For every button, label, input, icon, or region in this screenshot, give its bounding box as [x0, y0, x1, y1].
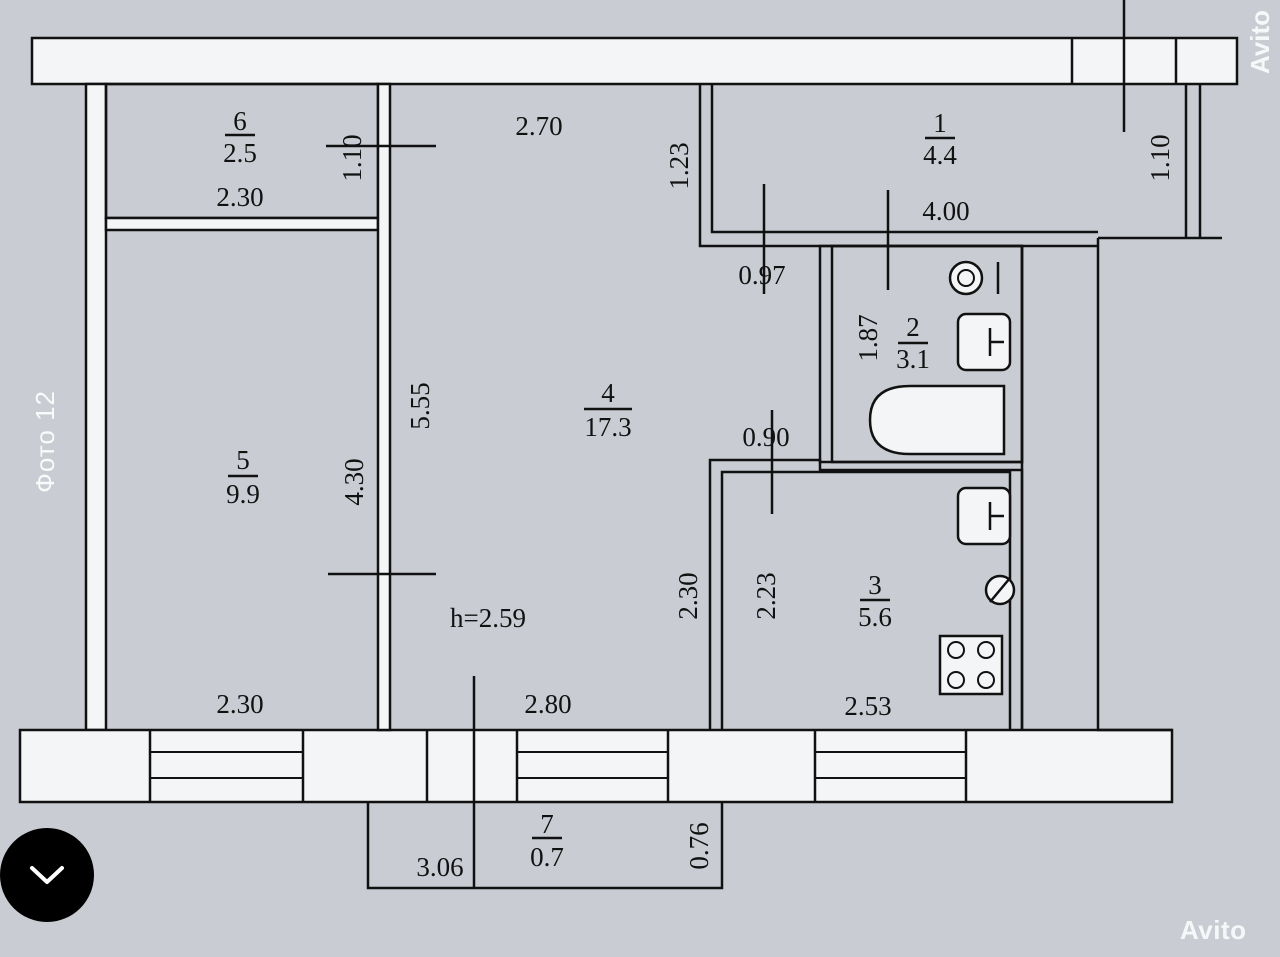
dim-2-53: 2.53: [844, 691, 891, 721]
dim-1-87: 1.87: [853, 314, 883, 361]
dim-1-10-left: 1.10: [337, 134, 367, 181]
dim-5-55: 5.55: [405, 382, 435, 429]
top-wall: [30, 36, 1239, 86]
stove-fixture: [938, 634, 1004, 696]
dim-2-30-bottom: 2.30: [216, 689, 263, 719]
room-6-number: 6: [233, 106, 247, 136]
sink-fixture-bath: [956, 312, 1012, 372]
window-2: [517, 751, 668, 779]
dim-2-30-top: 2.30: [216, 182, 263, 212]
room-1-number: 1: [933, 108, 947, 138]
room-3-number: 3: [868, 570, 882, 600]
dim-4-30: 4.30: [339, 458, 369, 505]
room-2-number: 2: [906, 312, 920, 342]
room-3-area: 5.6: [858, 602, 892, 632]
dim-3-06: 3.06: [416, 852, 463, 882]
left-wall: [84, 82, 108, 732]
chevron-down-icon: [30, 866, 64, 884]
room-5-number: 5: [236, 445, 250, 475]
avito-watermark: Avito: [1180, 915, 1247, 945]
dim-2-30-mid: 2.30: [673, 572, 703, 619]
dim-2-80: 2.80: [524, 689, 571, 719]
dim-0-90: 0.90: [742, 422, 789, 452]
dim-1-10-right: 1.10: [1145, 134, 1175, 181]
dim-0-76: 0.76: [684, 822, 714, 869]
room-4-area: 17.3: [584, 412, 631, 442]
dim-0-97: 0.97: [738, 260, 785, 290]
room-1-area: 4.4: [923, 140, 957, 170]
room-4-number: 4: [601, 378, 615, 408]
dim-4-00: 4.00: [922, 196, 969, 226]
collapse-button[interactable]: [0, 828, 94, 922]
partition-5-4: [376, 82, 392, 732]
dim-2-23: 2.23: [751, 572, 781, 619]
room-2-area: 3.1: [896, 344, 930, 374]
dim-1-23: 1.23: [664, 142, 694, 189]
room-5-area: 9.9: [226, 479, 260, 509]
bathtub-fixture: [868, 384, 1006, 456]
window-1: [150, 751, 303, 779]
height-label: h=2.59: [450, 603, 526, 633]
balcony: [366, 802, 724, 890]
dim-2-70: 2.70: [515, 111, 562, 141]
room-7-area: 0.7: [530, 842, 564, 872]
room-6-area: 2.5: [223, 138, 257, 168]
gas-pipe-icon: [984, 574, 1016, 606]
bottom-wall: [18, 728, 1174, 804]
sink-fixture-kitchen: [956, 486, 1012, 546]
toilet-fixture: [948, 260, 1000, 296]
photo-counter-label: Фото 12: [30, 390, 60, 493]
room-7-number: 7: [540, 809, 554, 839]
right-wall: [1096, 238, 1172, 732]
window-3: [815, 751, 966, 779]
avito-watermark-top: Avito: [1245, 10, 1275, 75]
